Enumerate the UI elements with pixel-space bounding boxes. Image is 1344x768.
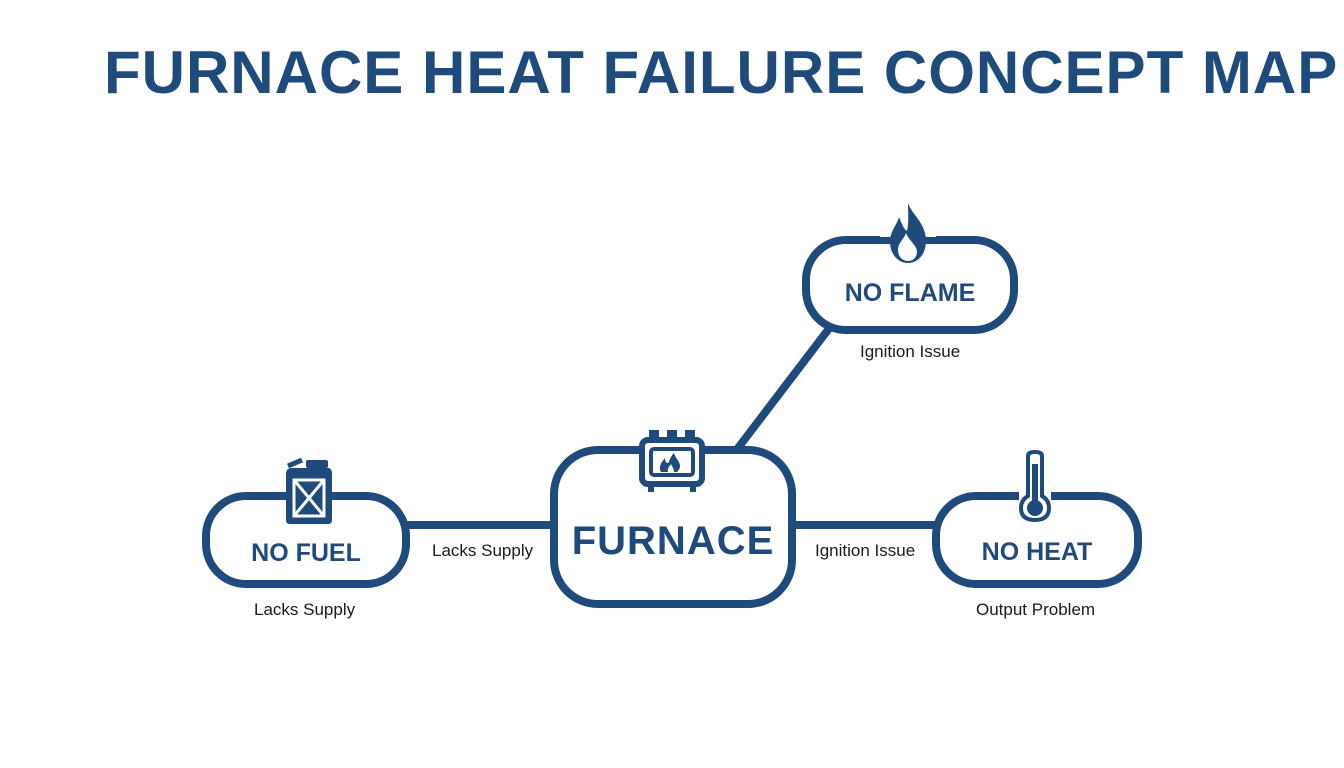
fuel-can-icon bbox=[286, 458, 332, 524]
page-title: FURNACE HEAT FAILURE CONCEPT MAP bbox=[104, 39, 1339, 106]
thermometer-icon bbox=[1018, 450, 1052, 522]
furnace-icon bbox=[639, 430, 705, 492]
edge-label-lacks-supply: Lacks Supply bbox=[432, 541, 534, 561]
edge-label-ignition-issue: Ignition Issue bbox=[815, 541, 916, 561]
no-fuel-node-label: NO FUEL bbox=[251, 538, 361, 567]
furnace-node-label: FURNACE bbox=[571, 518, 775, 563]
no-flame-caption: Ignition Issue bbox=[860, 342, 961, 362]
no-flame-node-label: NO FLAME bbox=[844, 278, 976, 307]
no-fuel-caption: Lacks Supply bbox=[254, 600, 356, 620]
no-heat-node-label: NO HEAT bbox=[981, 537, 1093, 566]
no-heat-caption: Output Problem bbox=[976, 600, 1096, 620]
edge-furnace-noflame bbox=[734, 319, 838, 451]
flame-icon bbox=[880, 203, 936, 263]
